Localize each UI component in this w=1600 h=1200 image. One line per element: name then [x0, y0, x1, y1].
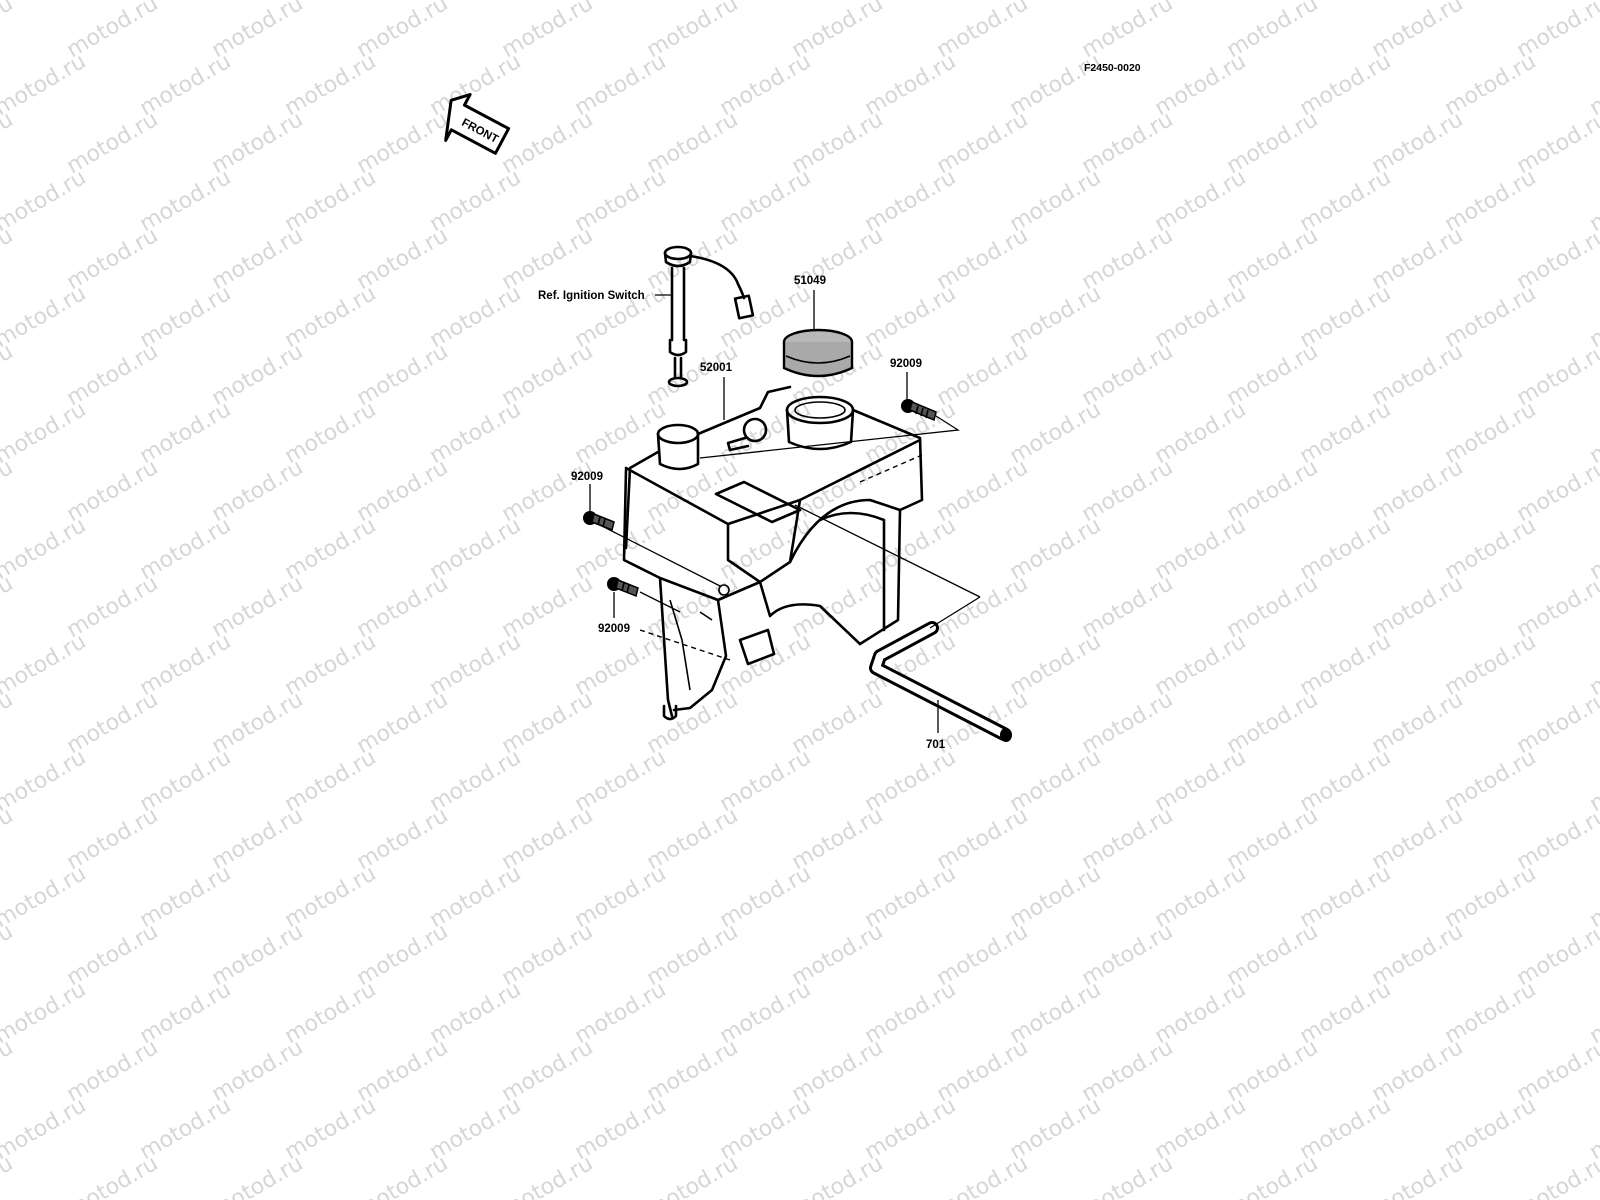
- watermark-text: motod.ru: [1223, 1151, 1323, 1200]
- watermark-text: motod.ru: [0, 1035, 17, 1107]
- watermark-text: motod.ru: [1078, 1151, 1178, 1200]
- watermark-text: motod.ru: [498, 1151, 598, 1200]
- watermark-text: motod.ru: [1513, 1151, 1600, 1200]
- hidden-line-upper: [859, 454, 923, 483]
- watermark-text: motod.ru: [0, 513, 90, 585]
- fuel-hose: [869, 621, 1012, 742]
- callout-hose: 701: [926, 739, 946, 751]
- callout-bolt-right: 92009: [890, 358, 922, 370]
- hidden-line-lower: [639, 629, 731, 661]
- watermark-text: motod.ru: [0, 861, 90, 933]
- watermark-text: motod.ru: [0, 455, 17, 527]
- watermark-text: motod.ru: [0, 0, 90, 5]
- figure-code: F2450-0020: [1084, 62, 1141, 74]
- watermark-text: motod.ru: [353, 1151, 453, 1200]
- watermark-text: motod.ru: [0, 745, 90, 817]
- watermark-text: motod.ru: [0, 1151, 17, 1200]
- callout-ignition-ref: Ref. Ignition Switch: [538, 290, 645, 302]
- watermark-text: motod.ru: [933, 1151, 1033, 1200]
- watermark-text: motod.ru: [0, 397, 90, 469]
- callout-tank: 52001: [700, 362, 733, 374]
- watermark-text: motod.ru: [0, 1093, 90, 1165]
- watermark-text: motod.ru: [0, 339, 17, 411]
- callout-bolt-left-upper: 92009: [571, 471, 603, 483]
- watermark-text: motod.ru: [0, 803, 17, 875]
- fuel-sender-assembly: [663, 245, 755, 388]
- bolt-right: [901, 399, 937, 422]
- watermark-text: motod.ru: [0, 0, 17, 63]
- leader-lines: [589, 290, 981, 733]
- fuel-tank: [622, 385, 924, 721]
- watermark-text: motod.ru: [0, 223, 17, 295]
- watermark-text: motod.ru: [788, 1151, 888, 1200]
- watermark-text: motod.ru: [0, 629, 90, 701]
- watermark-text: motod.ru: [0, 919, 17, 991]
- watermark-text: motod.ru: [0, 571, 17, 643]
- front-arrow-icon: FRONT: [444, 93, 511, 155]
- watermark-text: motod.ru: [63, 1151, 163, 1200]
- watermark-text: motod.ru: [208, 1151, 308, 1200]
- watermark-text: motod.ru: [0, 281, 90, 353]
- watermark-text: motod.ru: [0, 687, 17, 759]
- bolt-left-upper: [583, 511, 615, 532]
- watermark-text: motod.ru: [0, 977, 90, 1049]
- callout-bolt-left-lower: 92009: [598, 623, 630, 635]
- air-filter-element: [782, 328, 854, 378]
- watermark-text: motod.ru: [643, 1151, 743, 1200]
- watermark-text: motod.ru: [0, 107, 17, 179]
- callout-filter: 51049: [794, 275, 826, 287]
- bolt-left-lower: [607, 577, 639, 598]
- watermark-text: motod.ru: [0, 49, 90, 121]
- watermark-text: motod.ru: [1368, 1151, 1468, 1200]
- watermark-text: motod.ru: [0, 165, 90, 237]
